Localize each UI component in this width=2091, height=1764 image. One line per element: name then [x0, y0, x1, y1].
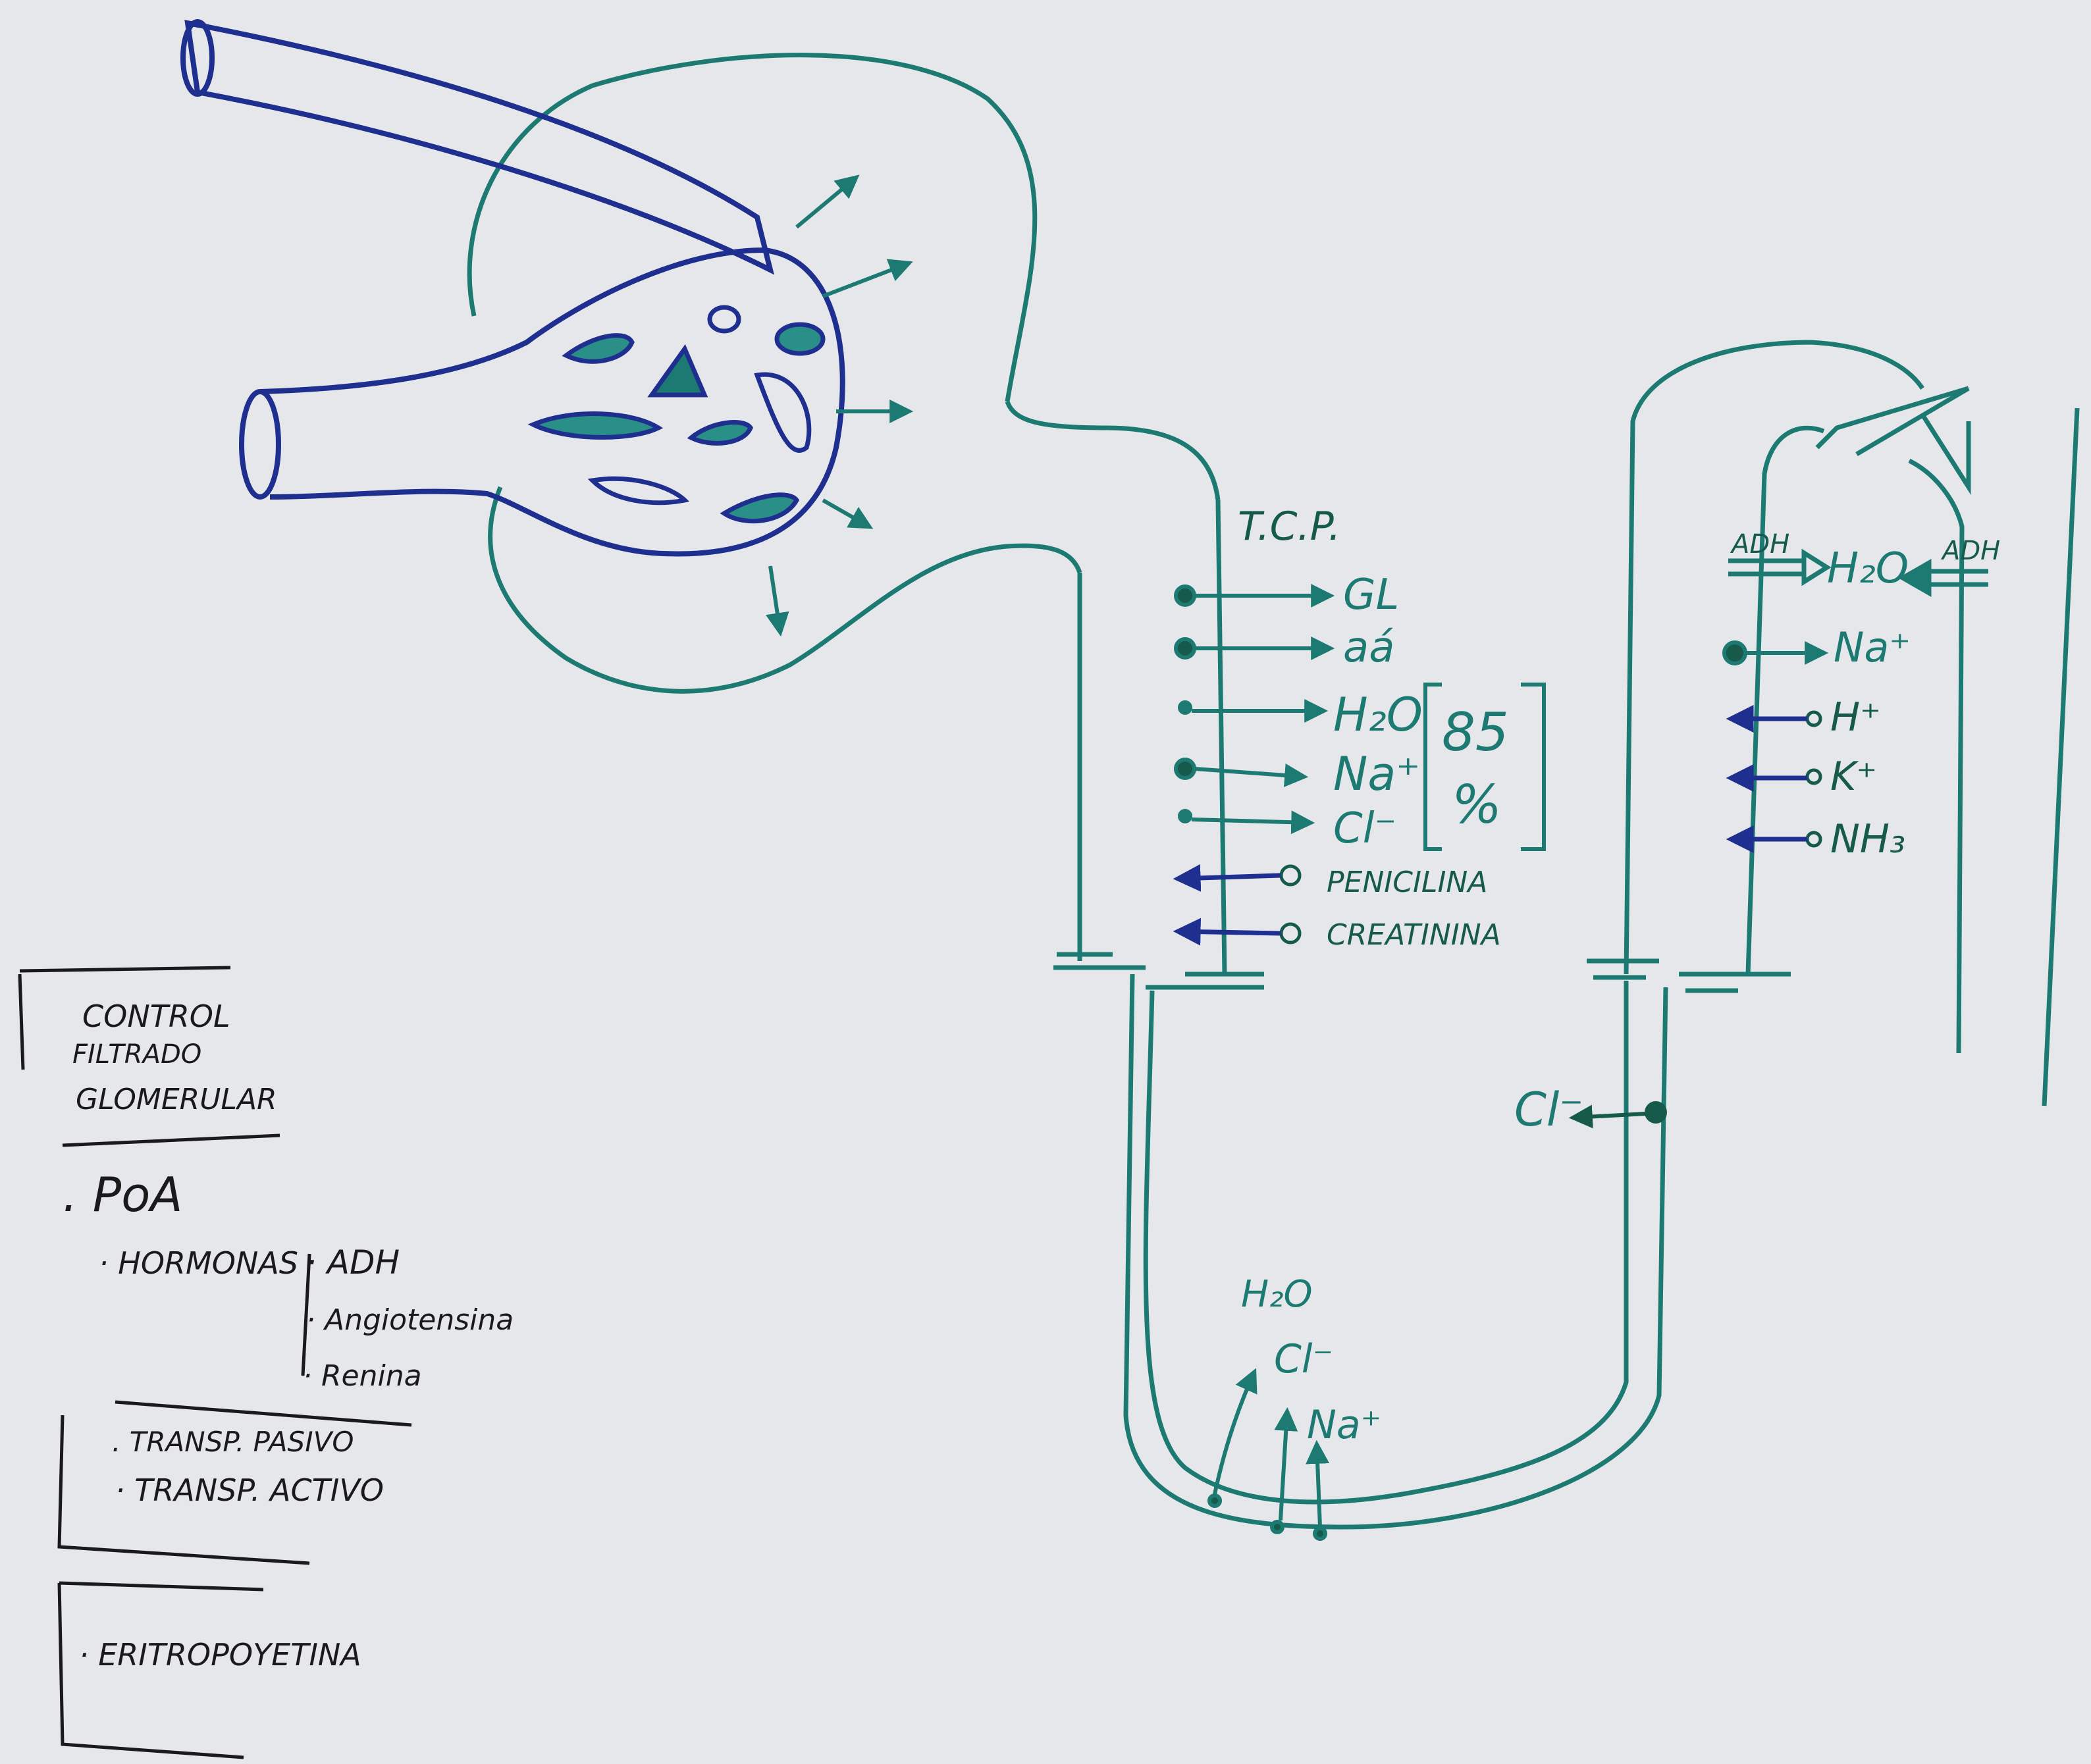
notes-hormone-angiotensina: · Angiotensina: [306, 1303, 514, 1337]
percent-bracket: [1423, 683, 1546, 851]
loop-na: Na⁺: [1307, 1402, 1381, 1448]
notes-hormone-renina: · Renina: [303, 1359, 422, 1393]
distal-h2o: H₂O: [1827, 544, 1909, 593]
distal-secretion-arrows: [1726, 705, 1822, 853]
distal-tubule-walls: [1587, 340, 2080, 1106]
distal-k: K⁺: [1830, 754, 1877, 800]
loop-of-henle: [1123, 973, 1668, 1530]
notes-control-line2: FILTRADO: [72, 1039, 201, 1070]
tcp-cl: Cl⁻: [1333, 804, 1396, 853]
distal-h: H⁺: [1830, 694, 1881, 740]
loop-cl: Cl⁻: [1274, 1336, 1333, 1382]
tcp-na: Na⁺: [1333, 747, 1420, 801]
adh-arrows: [1728, 548, 1988, 598]
tcp-aa: aá: [1343, 623, 1394, 672]
notes-hormonas: · HORMONAS: [99, 1245, 298, 1281]
notes-bullet-pa: . PoA: [63, 1167, 183, 1222]
tcp-creatinina: CREATININA: [1327, 918, 1501, 952]
adh-left-label: ADH: [1730, 529, 1789, 559]
distal-nh3: NH₃: [1830, 816, 1905, 862]
tcp-penicilina: PENICILINA: [1327, 866, 1487, 899]
loop-h2o: H₂O: [1241, 1273, 1313, 1316]
notes-control-line1: CONTROL: [82, 999, 230, 1034]
afferent-arteriole-opening: [239, 389, 281, 500]
tcp-title: T.C.P.: [1238, 504, 1341, 550]
notes-transp-activo: · TRANSP. ACTIVO: [115, 1472, 384, 1508]
percent-value: 85: [1442, 702, 1509, 763]
tcp-reabsorption-arrows: [1174, 584, 1335, 835]
loop-descending-arrows: [1207, 1368, 1330, 1541]
notes-lines: [18, 966, 412, 1759]
efferent-arteriole-opening: [180, 19, 215, 97]
distal-na: Na⁺: [1834, 623, 1911, 671]
efferent-arteriole: [184, 20, 774, 275]
proximal-tubule-walls: [1053, 500, 1264, 990]
adh-right-label: ADH: [1940, 536, 2000, 566]
bowman-capsule-outline: [467, 53, 1038, 402]
tcp-gl: GL: [1343, 571, 1399, 619]
glomerular-capillaries: [527, 305, 826, 524]
notes-transp-pasivo: . TRANSP. PASIVO: [112, 1426, 354, 1458]
notes-control-line3: GLOMERULAR: [76, 1083, 277, 1116]
tcp-h2o: H₂O: [1333, 688, 1423, 742]
loop-ascending-cl: Cl⁻: [1514, 1083, 1583, 1137]
glomerular-filtrate-arrows: [765, 174, 914, 637]
notes-hormone-adh: · ADH: [306, 1243, 400, 1282]
distal-na-arrow: [1722, 640, 1829, 665]
tcp-secretion-arrows: [1173, 864, 1302, 946]
tubule-neck: [1005, 400, 1221, 501]
loop-ascending-arrow: [1568, 1101, 1667, 1129]
bowman-capsule-lower: [488, 486, 1082, 694]
notes-eritropoyetina: · ERITROPOYETINA: [79, 1637, 361, 1673]
afferent-arteriole: [259, 247, 845, 557]
percent-sign: %: [1452, 774, 1502, 835]
